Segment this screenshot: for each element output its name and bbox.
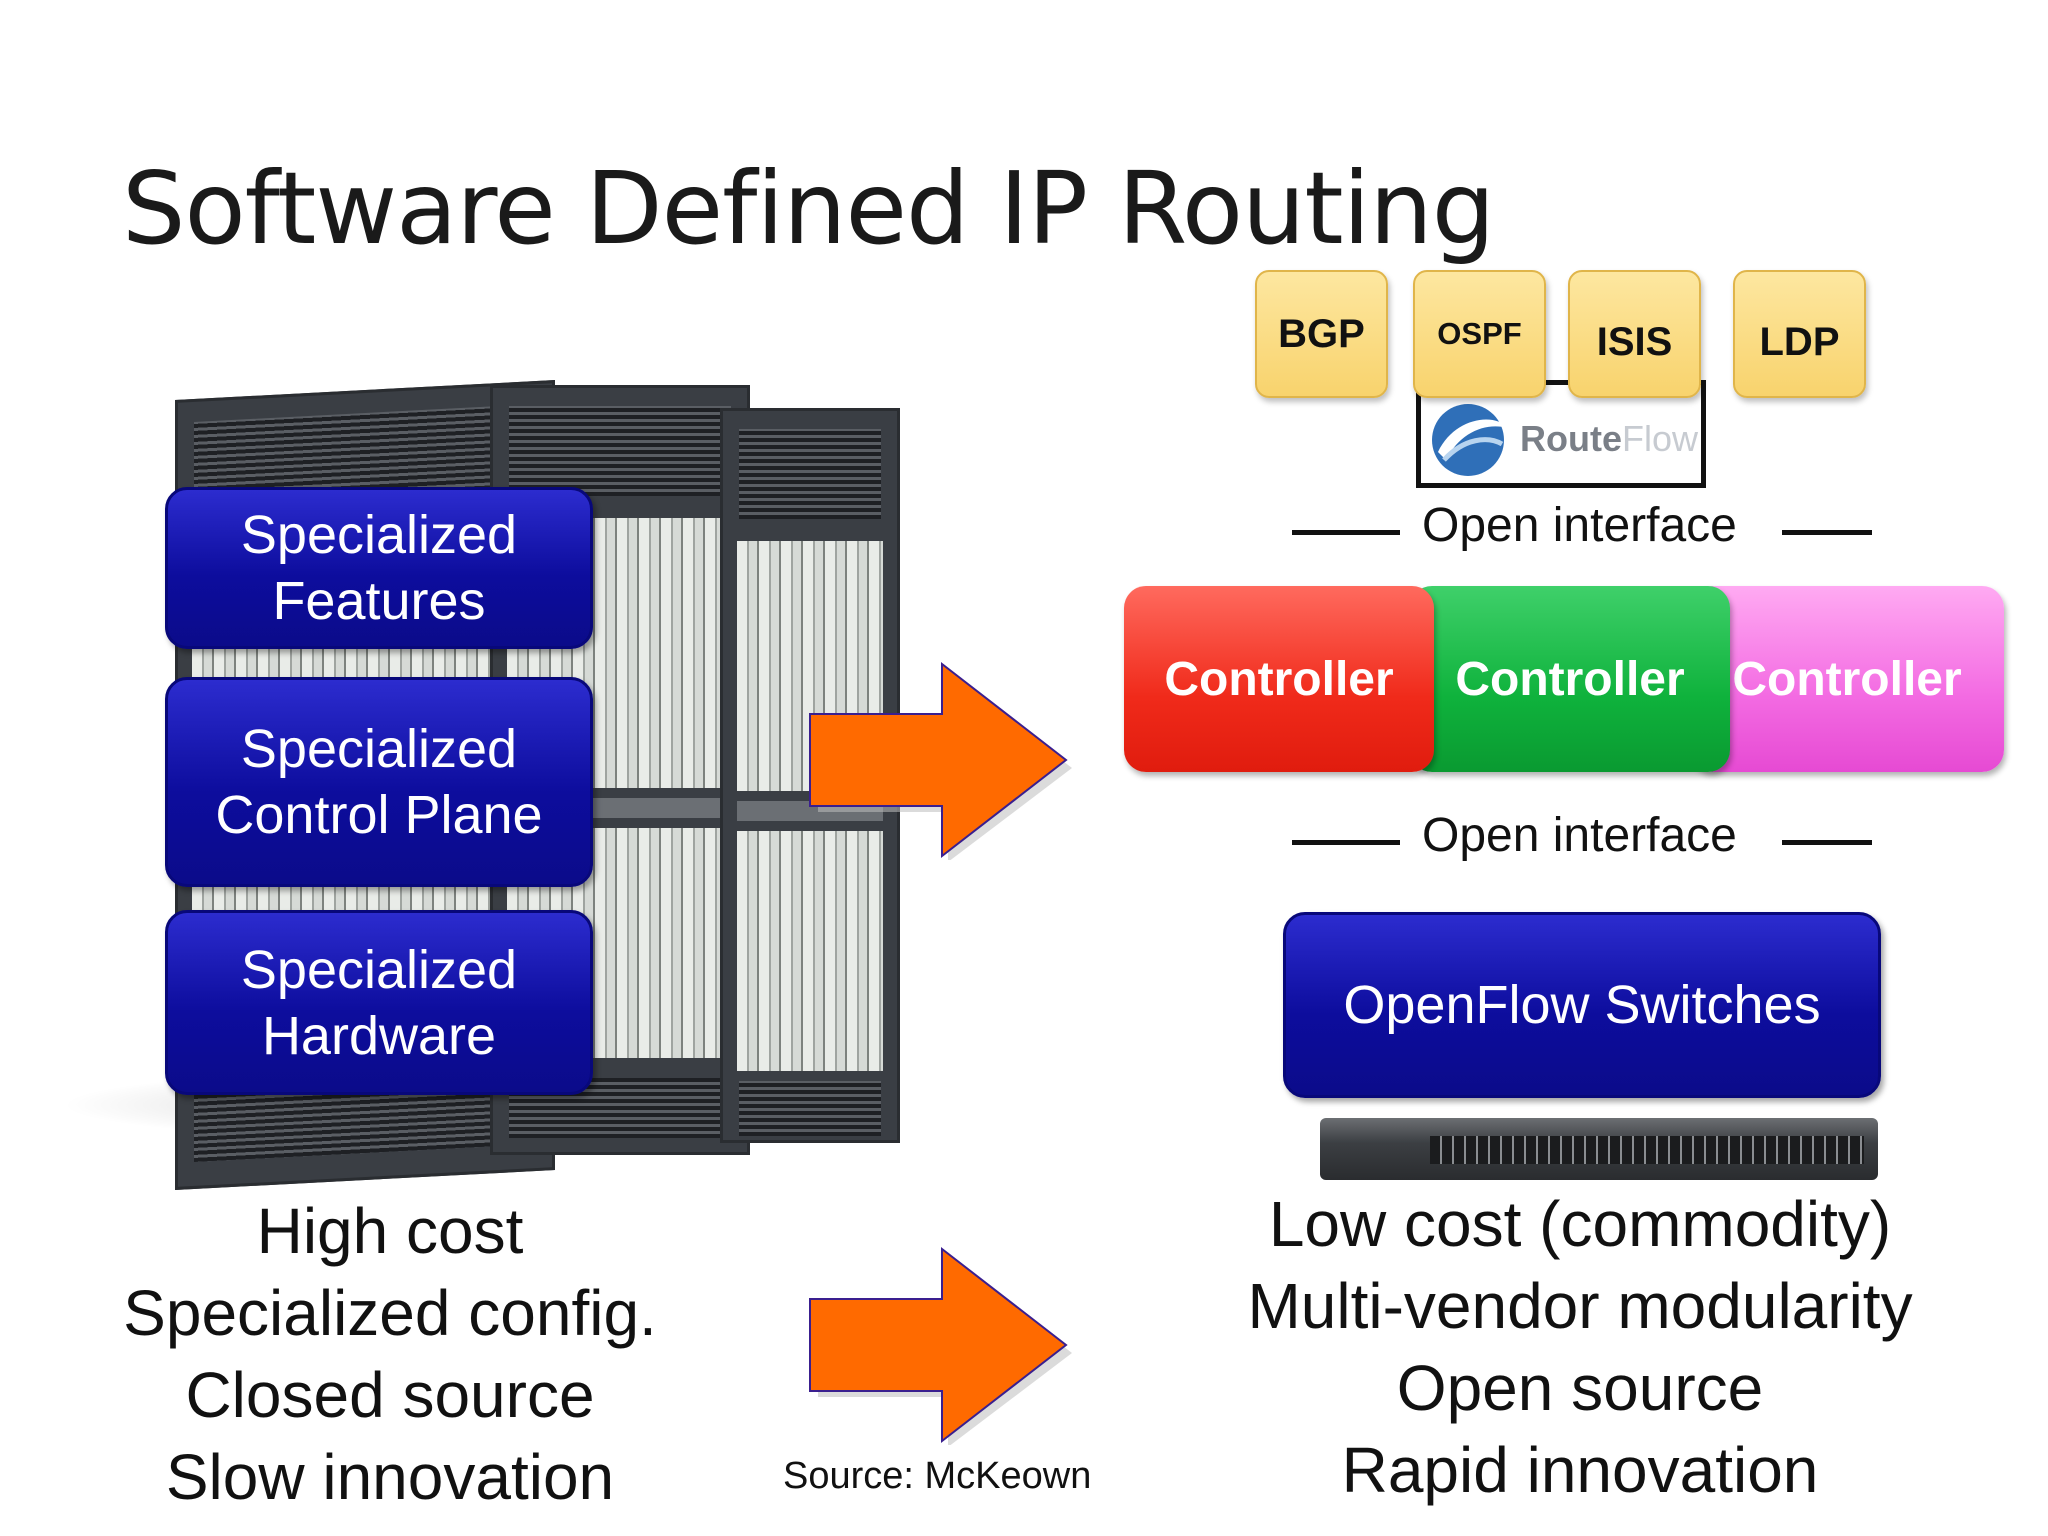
protocol-ospf-label: OSPF (1437, 316, 1522, 351)
sdn-traits-list: Low cost (commodity) Multi-vendor modula… (1200, 1183, 1960, 1511)
routeflow-swirl-icon (1432, 404, 1508, 476)
slide-title: Software Defined IP Routing (122, 150, 1495, 267)
protocol-bgp-label: BGP (1278, 311, 1365, 356)
legacy-traits-list: High cost Specialized config. Closed sou… (70, 1190, 710, 1518)
transition-arrow-bottom (809, 1246, 1072, 1445)
sdn-trait: Low cost (commodity) (1268, 1188, 1892, 1260)
controller-red: Controller (1124, 586, 1434, 772)
controller-red-label: Controller (1164, 652, 1394, 706)
controller-green: Controller (1410, 586, 1730, 772)
protocol-ldp: LDP (1733, 270, 1866, 398)
open-interface-bottom-label: Open interface (1422, 809, 1737, 862)
openflow-switch-image (1320, 1118, 1878, 1180)
specialized-hardware-box: Specialized Hardware (165, 910, 593, 1095)
sdn-trait: Rapid innovation (1341, 1434, 1819, 1506)
openflow-switches-label: OpenFlow Switches (1343, 975, 1821, 1035)
sdn-trait: Open source (1396, 1352, 1764, 1424)
specialized-control-plane-label: Specialized Control Plane (215, 719, 543, 845)
controller-pink: Controller (1690, 586, 2004, 772)
openflow-switches-box: OpenFlow Switches (1283, 912, 1881, 1098)
legacy-trait: Slow innovation (165, 1441, 615, 1513)
controller-green-label: Controller (1455, 652, 1685, 706)
sdn-trait: Multi-vendor modularity (1247, 1270, 1913, 1342)
specialized-hardware-label: Specialized Hardware (240, 939, 518, 1066)
routeflow-wordmark-flow: Flow (1622, 418, 1699, 459)
specialized-features-label: Specialized Features (240, 505, 518, 631)
routeflow-wordmark-route: Route (1520, 418, 1622, 459)
open-interface-bottom-line-right (1782, 840, 1872, 845)
controller-pink-label: Controller (1732, 652, 1962, 706)
open-interface-top-label: Open interface (1422, 499, 1737, 552)
transition-arrow-top (809, 661, 1072, 860)
protocol-ospf: OSPF (1413, 270, 1546, 398)
protocol-ldp-label: LDP (1759, 319, 1840, 364)
legacy-trait: Specialized config. (123, 1277, 657, 1349)
source-citation: Source: McKeown (783, 1455, 1092, 1497)
specialized-features-box: Specialized Features (165, 487, 593, 649)
legacy-trait: High cost (256, 1195, 524, 1267)
protocol-isis: ISIS (1568, 270, 1701, 398)
open-interface-bottom-line-left (1292, 840, 1400, 845)
open-interface-top-line-right (1782, 530, 1872, 535)
routeflow-wordmark: RouteFlow (1520, 418, 1698, 460)
protocol-bgp: BGP (1255, 270, 1388, 398)
open-interface-top-line-left (1292, 530, 1400, 535)
protocol-isis-label: ISIS (1596, 319, 1673, 364)
specialized-control-plane-box: Specialized Control Plane (165, 677, 593, 887)
legacy-trait: Closed source (185, 1359, 595, 1431)
